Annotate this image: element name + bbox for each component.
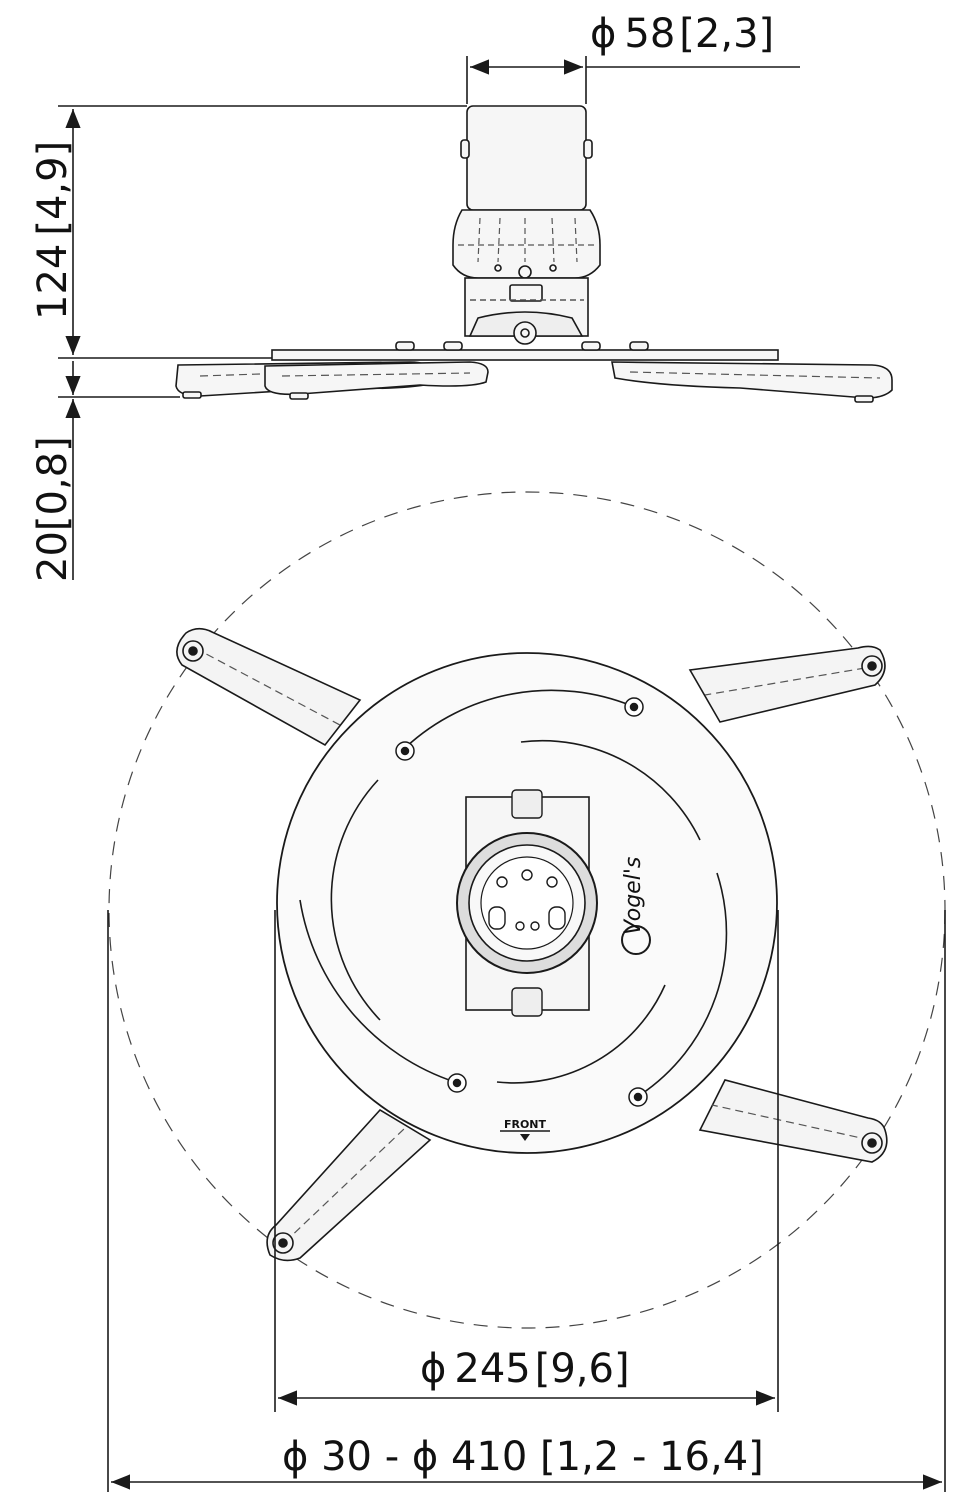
base-plate [271, 349, 779, 361]
brand-logo: Vogel's [621, 857, 651, 955]
mounting-plate: FRONT Vogel's [276, 652, 778, 1154]
front-label: FRONT [504, 1118, 547, 1131]
top-view-arms [176, 627, 888, 1262]
right-arm [611, 361, 893, 399]
svg-text:Vogel's: Vogel's [621, 857, 646, 935]
mount-column [466, 105, 587, 211]
side-view [175, 105, 893, 403]
base-thickness-label: 20[0,8] [30, 436, 76, 582]
bottom-dimension-lines [107, 910, 946, 1492]
height-label: 124[4,9] [30, 141, 76, 320]
side-dimension-lines [58, 56, 800, 580]
left-arm-front [264, 361, 489, 396]
span-label: ϕ 30 - ϕ 410 [1,2 - 16,4] [282, 1434, 764, 1480]
